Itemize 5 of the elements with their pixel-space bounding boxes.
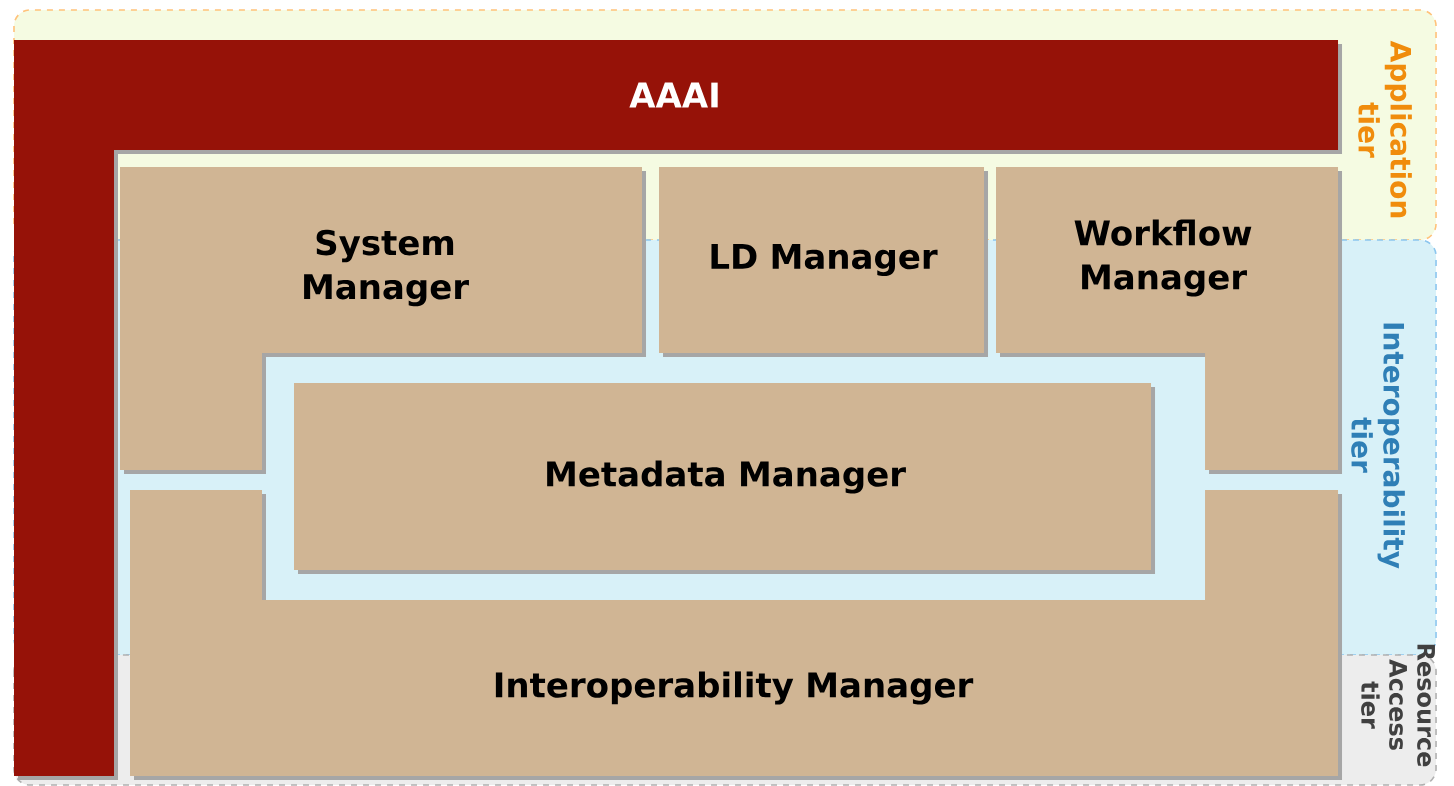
tier-label: Application tier xyxy=(1358,40,1412,218)
module-box: LD Manager xyxy=(659,167,988,357)
tier-label: Interoperability tier xyxy=(1351,323,1405,569)
module-box: Metadata Manager xyxy=(294,383,1155,574)
tier-label: Resource Access tier xyxy=(1361,644,1435,767)
